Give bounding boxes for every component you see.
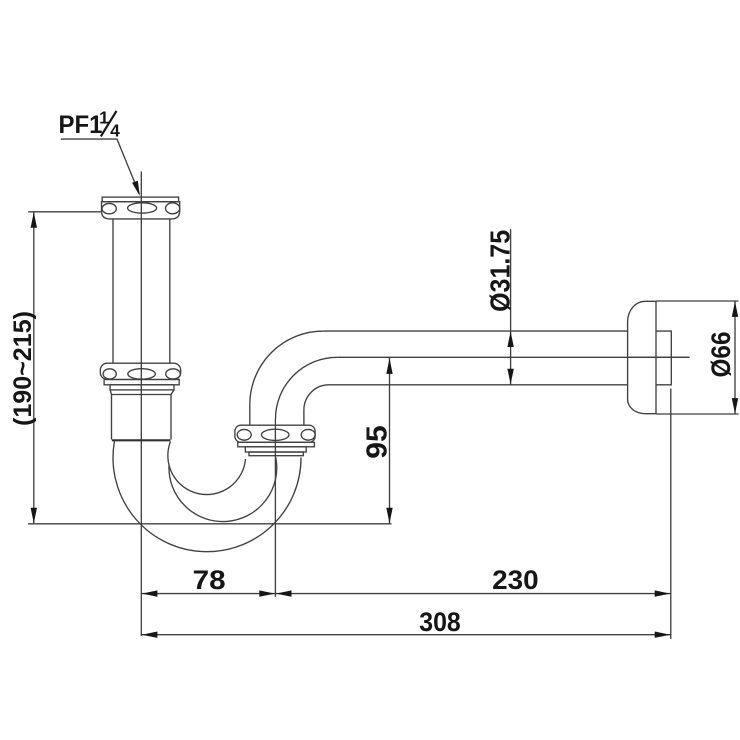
svg-text:308: 308	[419, 607, 461, 637]
svg-text:95: 95	[362, 425, 394, 459]
svg-text:4: 4	[110, 120, 120, 140]
svg-text:(190~215): (190~215)	[9, 311, 37, 426]
svg-text:Ø31.75: Ø31.75	[484, 230, 515, 312]
svg-text:PF1: PF1	[59, 111, 103, 139]
svg-text:230: 230	[492, 565, 539, 595]
svg-text:78: 78	[193, 565, 226, 595]
svg-text:1: 1	[99, 107, 109, 127]
svg-text:Ø66: Ø66	[706, 332, 736, 378]
